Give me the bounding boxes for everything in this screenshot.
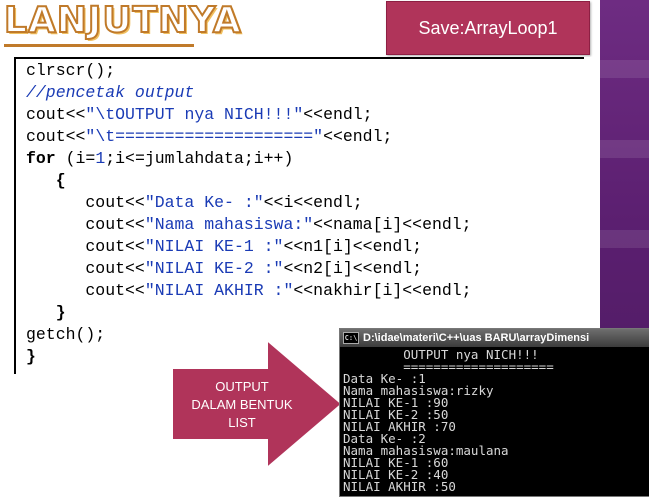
- console-line: NILAI KE-1 :60: [343, 455, 449, 470]
- console-window-icon: C:\: [343, 332, 359, 344]
- code-border-left: [14, 57, 16, 374]
- code-line: cout<<"\t===================="<<endl;: [26, 127, 392, 147]
- slide-title: LANJUTNYA: [3, 0, 242, 42]
- code-token: ;i<=jumlahdata;i++): [105, 149, 294, 168]
- code-line: cout<<"Nama mahasiswa:"<<nama[i]<<endl;: [26, 215, 472, 235]
- callout-text: OUTPUT DALAM BENTUK LIST: [172, 378, 312, 432]
- output-list-callout: OUTPUT DALAM BENTUK LIST: [172, 340, 344, 468]
- code-line: cout<<"\tOUTPUT nya NICH!!!"<<endl;: [26, 105, 373, 125]
- code-token: for: [26, 149, 56, 168]
- code-token: cout<<: [26, 259, 145, 278]
- code-token: "NILAI KE-2 :": [144, 259, 284, 278]
- console-line: NILAI AKHIR :50: [343, 479, 456, 494]
- console-line: NILAI KE-1 :90: [343, 395, 449, 410]
- code-token: }: [26, 347, 36, 366]
- code-line: cout<<"NILAI AKHIR :"<<nakhir[i]<<endl;: [26, 281, 472, 301]
- callout-line-2: DALAM BENTUK: [191, 397, 293, 412]
- code-token: "Nama mahasiswa:": [144, 215, 314, 234]
- callout-line-3: LIST: [228, 415, 256, 430]
- code-token: cout<<: [26, 215, 145, 234]
- title-underline: [4, 44, 194, 47]
- code-token: cout<<: [26, 105, 86, 124]
- console-title: D:\idae\materi\C++\uas BARU\arrayDimensi: [363, 332, 590, 344]
- code-line: }: [26, 303, 66, 323]
- code-token: "\t====================": [85, 127, 324, 146]
- code-token: }: [26, 303, 66, 322]
- code-line: cout<<"NILAI KE-2 :"<<n2[i]<<endl;: [26, 259, 422, 279]
- console-line: Nama mahasiswa:rizky: [343, 383, 494, 398]
- code-token: "Data Ke- :": [144, 193, 264, 212]
- console-output: OUTPUT nya NICH!!! ====================D…: [340, 347, 649, 496]
- callout-line-1: OUTPUT: [215, 379, 269, 394]
- code-token: "NILAI KE-1 :": [144, 237, 284, 256]
- code-border-top: [14, 57, 584, 59]
- save-filename-text: Save:ArrayLoop1: [418, 17, 558, 38]
- code-token: cout<<: [26, 127, 86, 146]
- code-token: <<i<<endl;: [263, 193, 363, 212]
- console-line: Data Ke- :1: [343, 371, 426, 386]
- code-token: "\tOUTPUT nya NICH!!!": [85, 105, 304, 124]
- right-arrow-icon: [172, 340, 344, 468]
- code-line: cout<<"Data Ke- :"<<i<<endl;: [26, 193, 363, 213]
- code-token: "NILAI AKHIR :": [144, 281, 294, 300]
- code-line: clrscr();: [26, 61, 115, 81]
- code-token: clrscr();: [26, 61, 116, 80]
- code-line: cout<<"NILAI KE-1 :"<<n1[i]<<endl;: [26, 237, 422, 257]
- save-filename-label: Save:ArrayLoop1: [386, 1, 590, 55]
- code-token: <<n1[i]<<endl;: [283, 237, 423, 256]
- code-token: //pencetak output: [26, 83, 195, 102]
- console-line: NILAI KE-2 :40: [343, 467, 449, 482]
- code-token: cout<<: [26, 193, 145, 212]
- console-line: ====================: [343, 359, 554, 374]
- code-panel: [14, 57, 600, 375]
- code-line: for (i=1;i<=jumlahdata;i++): [26, 149, 293, 169]
- console-titlebar[interactable]: C:\ D:\idae\materi\C++\uas BARU\arrayDim…: [340, 329, 649, 347]
- code-token: <<n2[i]<<endl;: [283, 259, 423, 278]
- code-token: <<nakhir[i]<<endl;: [293, 281, 472, 300]
- console-line: OUTPUT nya NICH!!!: [343, 347, 539, 362]
- code-line: //pencetak output: [26, 83, 194, 103]
- code-token: <<endl;: [303, 105, 373, 124]
- console-line: NILAI KE-2 :50: [343, 407, 449, 422]
- console-line: NILAI AKHIR :70: [343, 419, 456, 434]
- code-token: <<endl;: [323, 127, 393, 146]
- code-token: cout<<: [26, 281, 145, 300]
- code-token: getch();: [26, 325, 106, 344]
- code-token: 1: [95, 149, 106, 168]
- code-line: }: [26, 347, 36, 367]
- code-token: (i=: [55, 149, 96, 168]
- console-line: Data Ke- :2: [343, 431, 426, 446]
- code-token: <<nama[i]<<endl;: [313, 215, 472, 234]
- code-line: getch();: [26, 325, 105, 345]
- console-line: Nama mahasiswa:maulana: [343, 443, 509, 458]
- code-line: {: [26, 171, 66, 191]
- code-token: {: [26, 171, 66, 190]
- code-token: cout<<: [26, 237, 145, 256]
- console-window[interactable]: C:\ D:\idae\materi\C++\uas BARU\arrayDim…: [339, 328, 649, 497]
